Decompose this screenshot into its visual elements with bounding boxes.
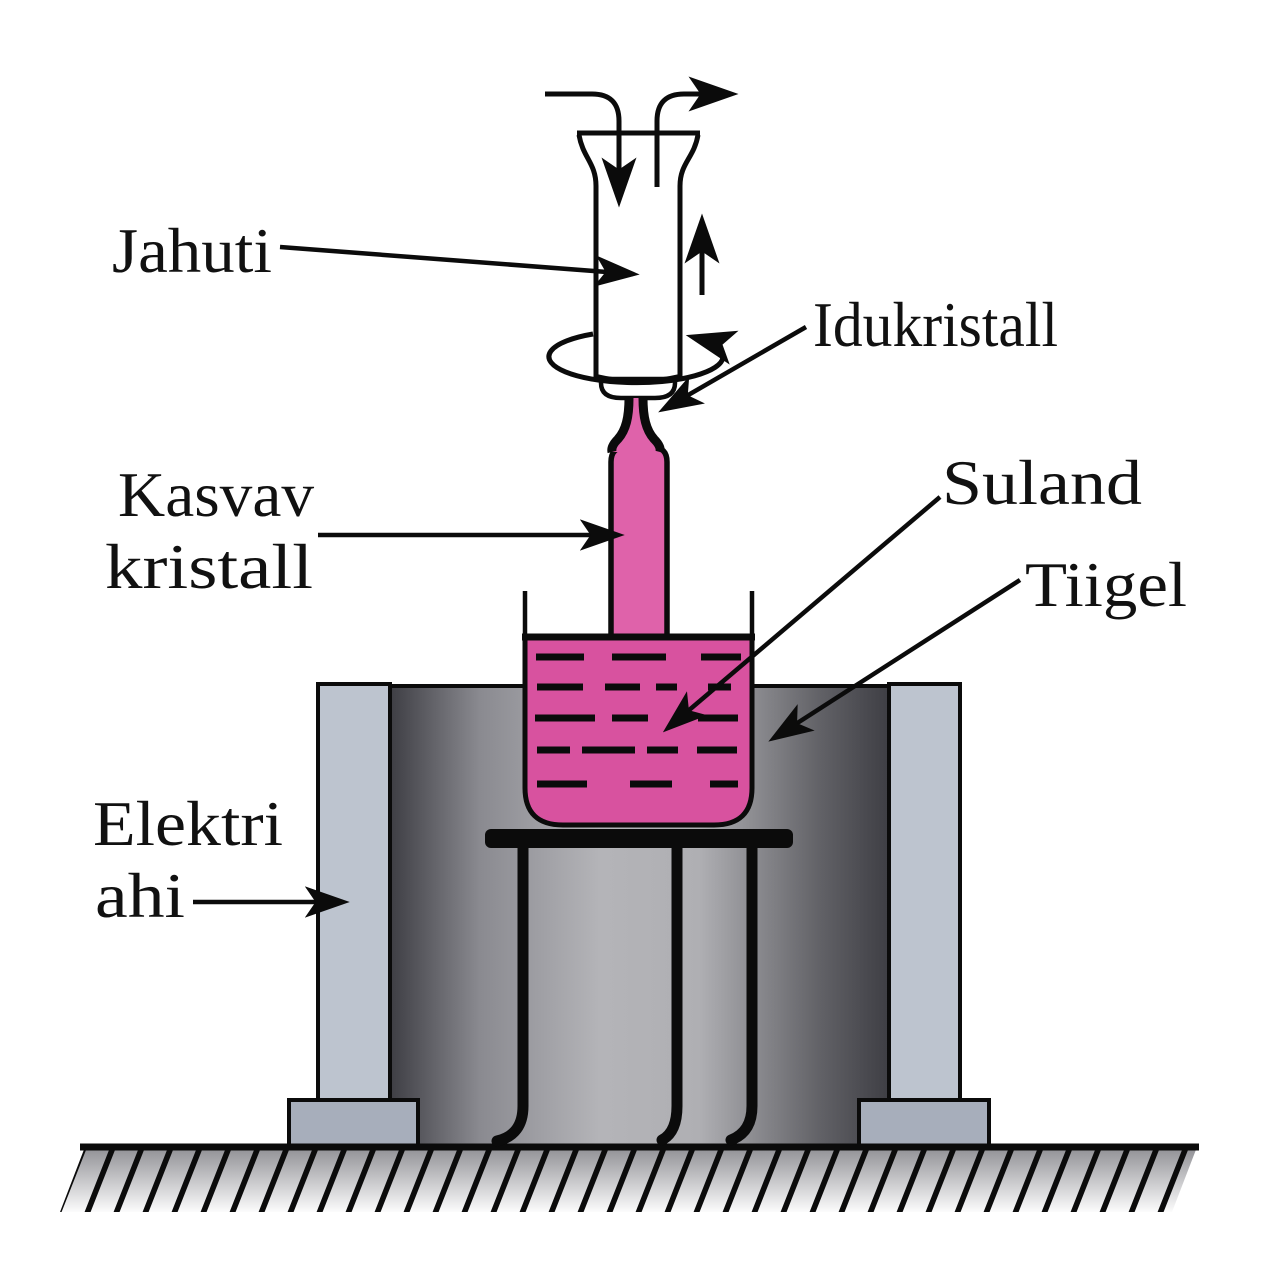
crucible — [522, 591, 755, 828]
outflow-arrow — [654, 76, 739, 187]
coolant-flow — [545, 76, 739, 295]
label-furnace-line2: ahi — [95, 860, 185, 931]
melt-dashes — [535, 653, 741, 788]
label-cooler: Jahuti — [112, 215, 272, 286]
seed-crystal — [607, 397, 665, 454]
furnace-left-foot — [287, 1098, 420, 1148]
table-leg-right — [725, 842, 758, 1146]
label-growing-crystal-line1: Kasvav — [118, 459, 314, 530]
ground — [60, 1143, 1199, 1212]
tube-wall-right — [677, 134, 701, 378]
leader-cooler — [279, 244, 640, 287]
furnace-left-wall — [316, 682, 392, 1104]
rotation-arrow — [546, 330, 739, 386]
label-furnace-line1: Elektri — [93, 788, 283, 859]
leader-crucible — [768, 578, 1022, 742]
table-leg-left — [491, 842, 529, 1147]
furnace-right-wall — [887, 682, 962, 1104]
label-melt: Suland — [942, 447, 1142, 518]
support-table — [485, 829, 793, 1147]
leader-seed-crystal — [658, 325, 808, 413]
seed-neck-right-edge — [638, 397, 665, 454]
furnace-right-foot — [857, 1098, 991, 1148]
melt — [525, 637, 752, 825]
inflow-arrow — [545, 91, 637, 208]
label-seed-crystal: Idukristall — [813, 289, 1058, 360]
seed-neck-left-edge — [607, 397, 634, 454]
ground-hatching — [60, 1147, 1197, 1212]
crucible-body-outline — [522, 635, 755, 828]
table-top — [485, 829, 793, 848]
leader-lines — [193, 244, 1022, 918]
label-growing-crystal-line2: kristall — [105, 531, 313, 602]
label-crucible: Tiigel — [1025, 549, 1187, 620]
leader-melt — [662, 495, 942, 733]
tube-wall-left — [576, 134, 599, 378]
table-leg-middle — [656, 842, 683, 1146]
growing-crystal — [608, 444, 670, 647]
